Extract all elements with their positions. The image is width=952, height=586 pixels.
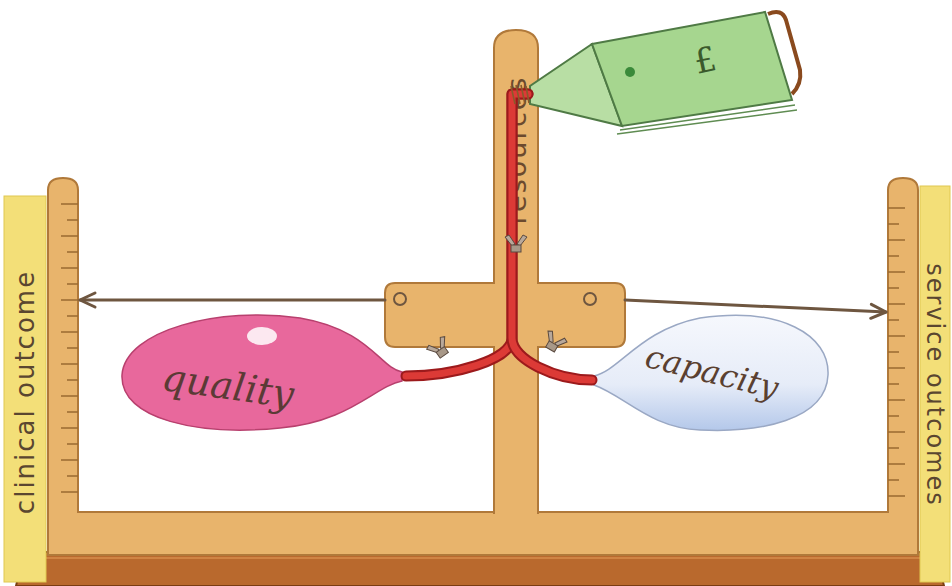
ruler-tick: [888, 239, 905, 241]
ruler-tick: [888, 223, 899, 225]
ruler-tick: [888, 271, 905, 273]
post-fill: [385, 30, 625, 518]
ruler-tick: [61, 235, 78, 237]
ruler-tick: [67, 347, 78, 349]
wing-nut: [505, 235, 527, 252]
wooden-frame: [48, 178, 918, 555]
scale-label: service outcomes: [923, 263, 947, 506]
wallet-body: [592, 12, 792, 126]
arrow-head: [80, 293, 95, 307]
ruler-tick: [888, 335, 905, 337]
ruler-tick: [61, 299, 78, 301]
ruler-tick: [888, 399, 905, 401]
ruler-tick: [61, 395, 78, 397]
ruler-tick: [61, 459, 78, 461]
wing-nut-wings: [543, 329, 568, 350]
wing-nut-body: [511, 245, 521, 252]
ruler-tick: [61, 203, 78, 205]
balloon: [594, 315, 828, 430]
ruler-tick: [888, 367, 905, 369]
ruler-tick: [888, 207, 905, 209]
quality-balloon: quality: [116, 306, 406, 436]
ruler-tick: [888, 415, 899, 417]
balloon-highlight: [247, 327, 277, 345]
arrow-shaft: [80, 299, 385, 302]
tube-fill: [406, 94, 528, 376]
post-label: resources: [503, 76, 530, 225]
tube-fill: [512, 94, 592, 380]
ruler-tick: [67, 443, 78, 445]
ruler-tick: [67, 283, 78, 285]
ruler-tick: [61, 331, 78, 333]
ruler-tick: [888, 287, 899, 289]
screw-thread: [511, 85, 529, 104]
ruler-tick: [61, 267, 78, 269]
ruler-tick: [888, 303, 905, 305]
wallet-handle: [768, 12, 800, 94]
clinical-outcome-scale: clinical outcome: [2, 176, 80, 586]
scale-band: [920, 186, 950, 582]
wallet: £: [528, 0, 805, 134]
ruler-tick: [67, 251, 78, 253]
ruler-tick: [888, 319, 899, 321]
ruler-tick: [67, 475, 78, 477]
scale-band: [4, 196, 46, 582]
wallet-clasp: [625, 67, 635, 77]
wing-nut-wings: [505, 235, 527, 246]
ruler-tick: [888, 463, 905, 465]
eyelet: [584, 293, 596, 305]
supply-tube: [512, 94, 592, 380]
ruler-tick: [888, 479, 899, 481]
ruler-tick: [888, 351, 899, 353]
wing-nut-body: [436, 347, 448, 358]
scale-label: clinical outcome: [12, 270, 38, 514]
wing-nut-wings: [426, 335, 450, 357]
eyelet: [394, 293, 406, 305]
plank-grain: [30, 557, 930, 559]
base-plank: [16, 552, 944, 586]
ruler-tick: [67, 379, 78, 381]
ruler-tick: [61, 491, 78, 493]
capacity-balloon: capacity: [592, 306, 832, 436]
post-outline: [385, 30, 625, 514]
ruler-tick: [888, 431, 905, 433]
service-outcomes-scale: service outcomes: [886, 176, 952, 586]
ruler-tick: [888, 447, 899, 449]
ruler-tick: [67, 411, 78, 413]
wing-nut: [540, 329, 568, 355]
arrow-head: [871, 304, 886, 318]
measuring-arrow: [625, 300, 886, 318]
ruler-tick: [888, 383, 899, 385]
tube-outline: [512, 94, 592, 380]
balloon: [122, 315, 402, 430]
supply-tube: [406, 94, 528, 376]
measuring-arrow: [80, 293, 385, 307]
ruler-tick: [67, 219, 78, 221]
ruler-tick: [67, 315, 78, 317]
ruler-tick: [61, 427, 78, 429]
ruler-tick: [61, 363, 78, 365]
wallet-shape: [528, 0, 805, 134]
wing-nut: [426, 335, 454, 362]
arrow-shaft: [625, 300, 886, 312]
ruler-tick: [888, 255, 899, 257]
tube-outline: [406, 94, 528, 376]
ruler-tick: [888, 495, 905, 497]
wing-nut-body: [546, 341, 558, 352]
